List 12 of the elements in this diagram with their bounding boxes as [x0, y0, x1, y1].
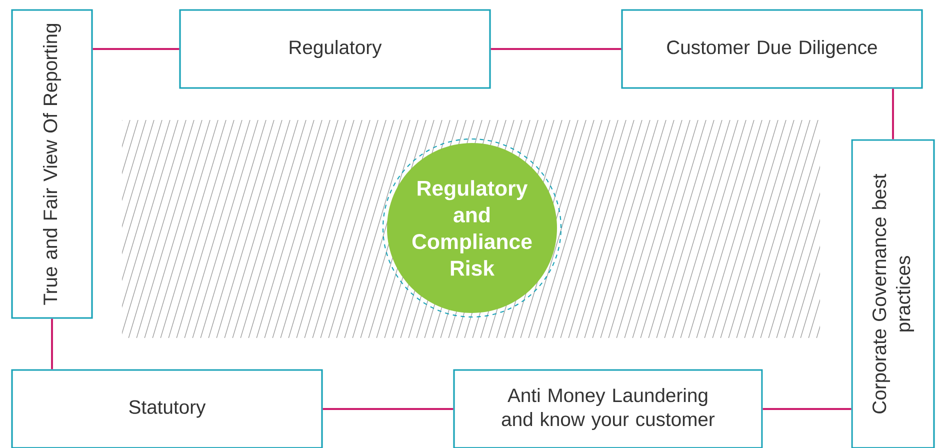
connector-line — [892, 88, 894, 140]
connector-line — [92, 48, 180, 50]
topic-box: Statutory — [11, 369, 323, 448]
topic-box: Regulatory — [179, 9, 491, 89]
connector-line — [490, 48, 622, 50]
connector-line — [51, 318, 53, 370]
connector-line — [322, 408, 454, 410]
connector-line — [762, 408, 852, 410]
topic-box: Customer Due Diligence — [621, 9, 923, 89]
topic-box: Corporate Governance best practices — [851, 139, 935, 448]
topic-box: True and Fair View Of Reporting — [11, 9, 93, 319]
topic-box: Anti Money Laundering and know your customer — [453, 369, 763, 448]
